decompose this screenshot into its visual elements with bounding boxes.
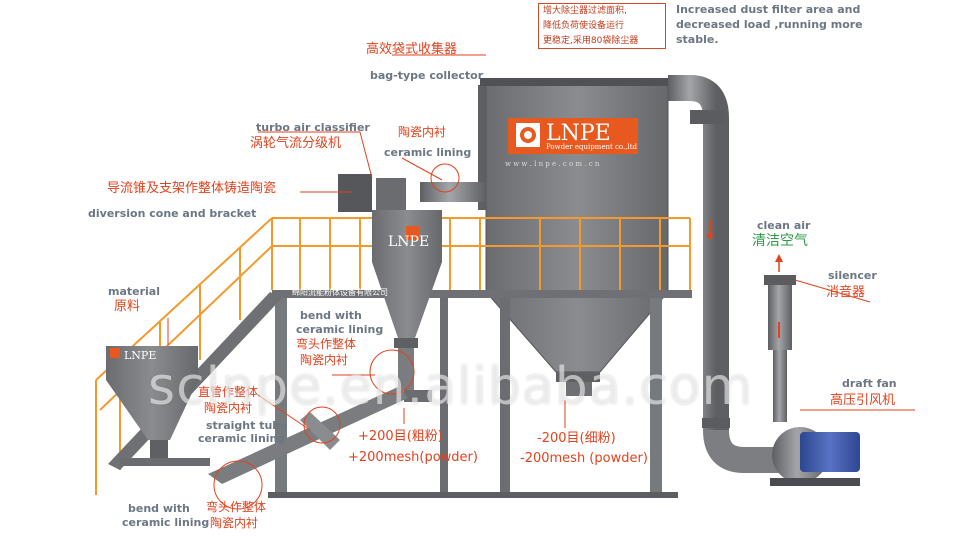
coarse-powder-zh: +200目(粗粉) — [358, 429, 443, 444]
turbo-classifier-label-en: turbo air classifier — [256, 121, 370, 134]
bag-collector-label-en: bag-type collector — [370, 69, 484, 82]
silencer-label-en: silencer — [828, 269, 877, 282]
feed-pipe — [208, 386, 408, 484]
leader-lines — [167, 54, 915, 510]
fine-powder-zh: -200目(细粉) — [537, 431, 616, 446]
diversion-label-zh: 导流锥及支架作整体铸造陶瓷 — [107, 181, 277, 196]
watermark: sclnpe.en.alibaba.com — [148, 357, 754, 417]
material-label-en: material — [108, 285, 160, 298]
note-en-line-1: Increased dust filter area and — [676, 3, 861, 16]
bend-mid-zh-2: 陶瓷内衬 — [300, 353, 349, 367]
straight-tube-zh-1: 直管作整体 — [198, 385, 259, 399]
bend-low-en-1: bend with — [128, 502, 190, 515]
fine-powder-en: -200mesh (powder) — [520, 451, 648, 466]
note-line-1: 增大除尘器过滤面积, — [543, 6, 627, 16]
brand-subtitle-collector: Powder equipment co.,ltd — [546, 143, 637, 151]
bend-mid-en-1: bend with — [300, 309, 362, 322]
bag-collector — [478, 78, 674, 396]
diversion-label-en: diversion cone and bracket — [88, 207, 257, 220]
brand-name-hopper: LNPE — [124, 349, 157, 362]
bend-low-zh-1: 弯头作整体 — [206, 500, 267, 514]
draft-fan — [770, 427, 860, 486]
note-line-3: 更稳定,采用80袋除尘器 — [543, 36, 639, 46]
bend-mid-zh-1: 弯头作整体 — [296, 337, 357, 351]
draft-fan-label-en: draft fan — [842, 377, 897, 390]
note-en-line-2: decreased load ,running more — [676, 18, 863, 31]
coarse-powder-en: +200mesh(powder) — [348, 450, 478, 465]
note-en-line-3: stable. — [676, 33, 719, 46]
silencer — [764, 275, 796, 422]
straight-tube-en-2: ceramic lining — [198, 432, 286, 445]
turbo-classifier-label-zh: 涡轮气流分级机 — [250, 136, 342, 151]
brand-website: w w w . l n p e . c o m . c n — [505, 160, 600, 168]
ceramic-lining-top-zh: 陶瓷内衬 — [398, 125, 447, 139]
clean-air-label-zh: 清洁空气 — [752, 233, 808, 249]
support-frame — [268, 290, 692, 498]
brand-name-classifier: LNPE — [388, 234, 430, 250]
clean-air-arrow — [775, 254, 783, 272]
brand-name-collector: LNPE — [546, 121, 611, 146]
exhaust-duct — [668, 75, 790, 473]
material-label-zh: 原料 — [114, 299, 141, 314]
note-box: 增大除尘器过滤面积, 降低负荷使设备运行 更稳定,采用80袋除尘器 — [538, 3, 666, 49]
bend-low-zh-2: 陶瓷内衬 — [210, 516, 259, 530]
silencer-label-zh: 消音器 — [826, 285, 866, 300]
bend-mid-en-2: ceramic lining — [296, 323, 384, 336]
draft-fan-label-zh: 高压引风机 — [830, 393, 896, 408]
clean-air-label-en: clean air — [757, 219, 811, 232]
ceramic-lining-top-en: ceramic lining — [384, 146, 472, 159]
company-plate: 绵阳流能粉体设备有限公司 — [292, 288, 388, 297]
straight-tube-zh-2: 陶瓷内衬 — [204, 401, 253, 415]
note-line-2: 降低负荷使设备运行 — [543, 21, 625, 31]
straight-tube-en-1: straight tube — [206, 419, 288, 432]
bend-low-en-2: ceramic lining — [122, 516, 210, 529]
turbo-air-classifier — [338, 174, 486, 402]
bag-collector-label-zh: 高效袋式收集器 — [366, 42, 458, 57]
feed-hopper — [106, 346, 210, 466]
